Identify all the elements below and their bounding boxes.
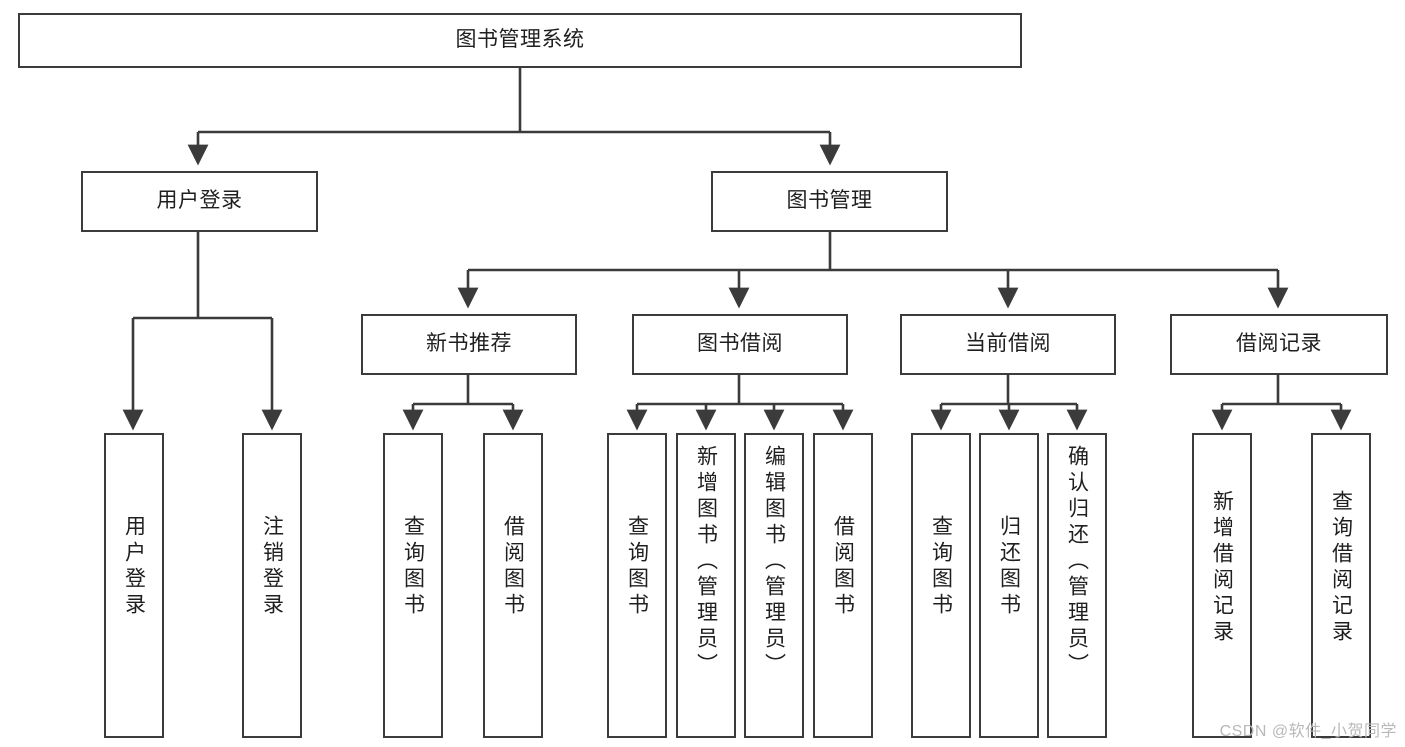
node-leaf-borrow-book-2[interactable]: 借阅图书 xyxy=(813,433,873,738)
node-leaf-query-book-3[interactable]: 查询图书 xyxy=(911,433,971,738)
node-user-login-label: 用户登录 xyxy=(156,189,243,213)
node-leaf-query-book-2-label: 查询图书 xyxy=(625,515,649,619)
node-leaf-confirm-return[interactable]: 确认归还（管理员） xyxy=(1047,433,1107,738)
node-leaf-return-book[interactable]: 归还图书 xyxy=(979,433,1039,738)
node-leaf-query-record-label: 查询借阅记录 xyxy=(1329,490,1353,646)
node-leaf-query-record[interactable]: 查询借阅记录 xyxy=(1311,433,1371,738)
node-leaf-user-logout-label: 注销登录 xyxy=(260,515,284,619)
node-leaf-query-book-3-label: 查询图书 xyxy=(929,515,953,619)
node-leaf-borrow-book-1[interactable]: 借阅图书 xyxy=(483,433,543,738)
node-current-borrow-label: 当前借阅 xyxy=(965,332,1051,356)
node-leaf-borrow-book-1-label: 借阅图书 xyxy=(501,515,525,619)
node-root-label: 图书管理系统 xyxy=(455,28,585,52)
node-leaf-add-record[interactable]: 新增借阅记录 xyxy=(1192,433,1252,738)
node-leaf-confirm-return-label: 确认归还（管理员） xyxy=(1065,445,1089,679)
node-leaf-user-login-label: 用户登录 xyxy=(122,515,146,619)
node-leaf-edit-book[interactable]: 编辑图书（管理员） xyxy=(744,433,804,738)
node-leaf-return-book-label: 归还图书 xyxy=(997,515,1021,619)
node-leaf-add-record-label: 新增借阅记录 xyxy=(1210,490,1234,646)
node-current-borrow[interactable]: 当前借阅 xyxy=(900,314,1116,375)
node-book-manage[interactable]: 图书管理 xyxy=(711,171,948,232)
node-book-borrow-label: 图书借阅 xyxy=(697,332,783,356)
node-leaf-query-book-1-label: 查询图书 xyxy=(401,515,425,619)
node-leaf-user-login[interactable]: 用户登录 xyxy=(104,433,164,738)
csdn-watermark: CSDN @软件_小贺同学 xyxy=(1219,723,1397,740)
node-leaf-edit-book-label: 编辑图书（管理员） xyxy=(762,445,786,679)
node-borrow-record[interactable]: 借阅记录 xyxy=(1170,314,1388,375)
node-book-manage-label: 图书管理 xyxy=(786,189,873,213)
node-leaf-borrow-book-2-label: 借阅图书 xyxy=(831,515,855,619)
node-new-book-recommend[interactable]: 新书推荐 xyxy=(361,314,577,375)
node-leaf-add-book-label: 新增图书（管理员） xyxy=(694,445,718,679)
node-borrow-record-label: 借阅记录 xyxy=(1236,332,1322,356)
node-leaf-user-logout[interactable]: 注销登录 xyxy=(242,433,302,738)
node-user-login[interactable]: 用户登录 xyxy=(81,171,318,232)
node-leaf-query-book-2[interactable]: 查询图书 xyxy=(607,433,667,738)
node-book-borrow[interactable]: 图书借阅 xyxy=(632,314,848,375)
node-new-book-recommend-label: 新书推荐 xyxy=(426,332,512,356)
node-root[interactable]: 图书管理系统 xyxy=(18,13,1022,68)
node-leaf-query-book-1[interactable]: 查询图书 xyxy=(383,433,443,738)
node-leaf-add-book[interactable]: 新增图书（管理员） xyxy=(676,433,736,738)
